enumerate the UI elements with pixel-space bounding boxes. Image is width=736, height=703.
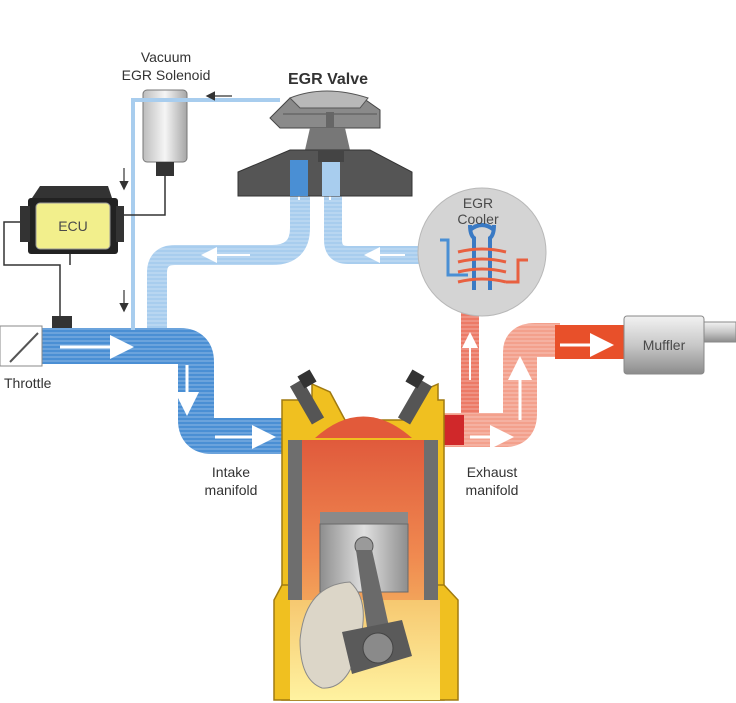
throttle-label: Throttle bbox=[4, 375, 52, 391]
egr-valve-label: EGR Valve bbox=[288, 71, 368, 88]
vacuum-egr-solenoid-label-line2: EGR Solenoid bbox=[122, 67, 211, 83]
vacuum-egr-solenoid-label-line1: Vacuum bbox=[141, 49, 191, 65]
connecting-rod bbox=[356, 550, 392, 648]
muffler-label: Muffler bbox=[643, 337, 686, 353]
intake-valve bbox=[289, 369, 325, 425]
exhaust-valve bbox=[397, 369, 433, 425]
egr-cooler: EGR Cooler bbox=[417, 187, 547, 317]
intake-manifold-label-line2: manifold bbox=[205, 482, 258, 498]
egr-valve bbox=[237, 90, 413, 197]
exhaust-manifold-label-line1: Exhaust bbox=[467, 464, 518, 480]
egr-cooler-label-line1: EGR bbox=[463, 195, 493, 211]
intake-pipe bbox=[40, 180, 310, 454]
exhaust-manifold-label-line2: manifold bbox=[466, 482, 519, 498]
ecu-label: ECU bbox=[58, 218, 88, 234]
muffler: Muffler bbox=[623, 315, 736, 375]
crank-big-end bbox=[342, 620, 412, 674]
egr-cooler-label-line2: Cooler bbox=[457, 211, 499, 227]
ecu: ECU bbox=[3, 186, 124, 328]
intake-manifold-label-line1: Intake bbox=[212, 464, 250, 480]
vacuum-egr-solenoid bbox=[118, 89, 280, 330]
exhaust-pipe bbox=[430, 323, 627, 449]
engine-cylinder bbox=[273, 369, 459, 701]
throttle-body bbox=[0, 325, 43, 367]
